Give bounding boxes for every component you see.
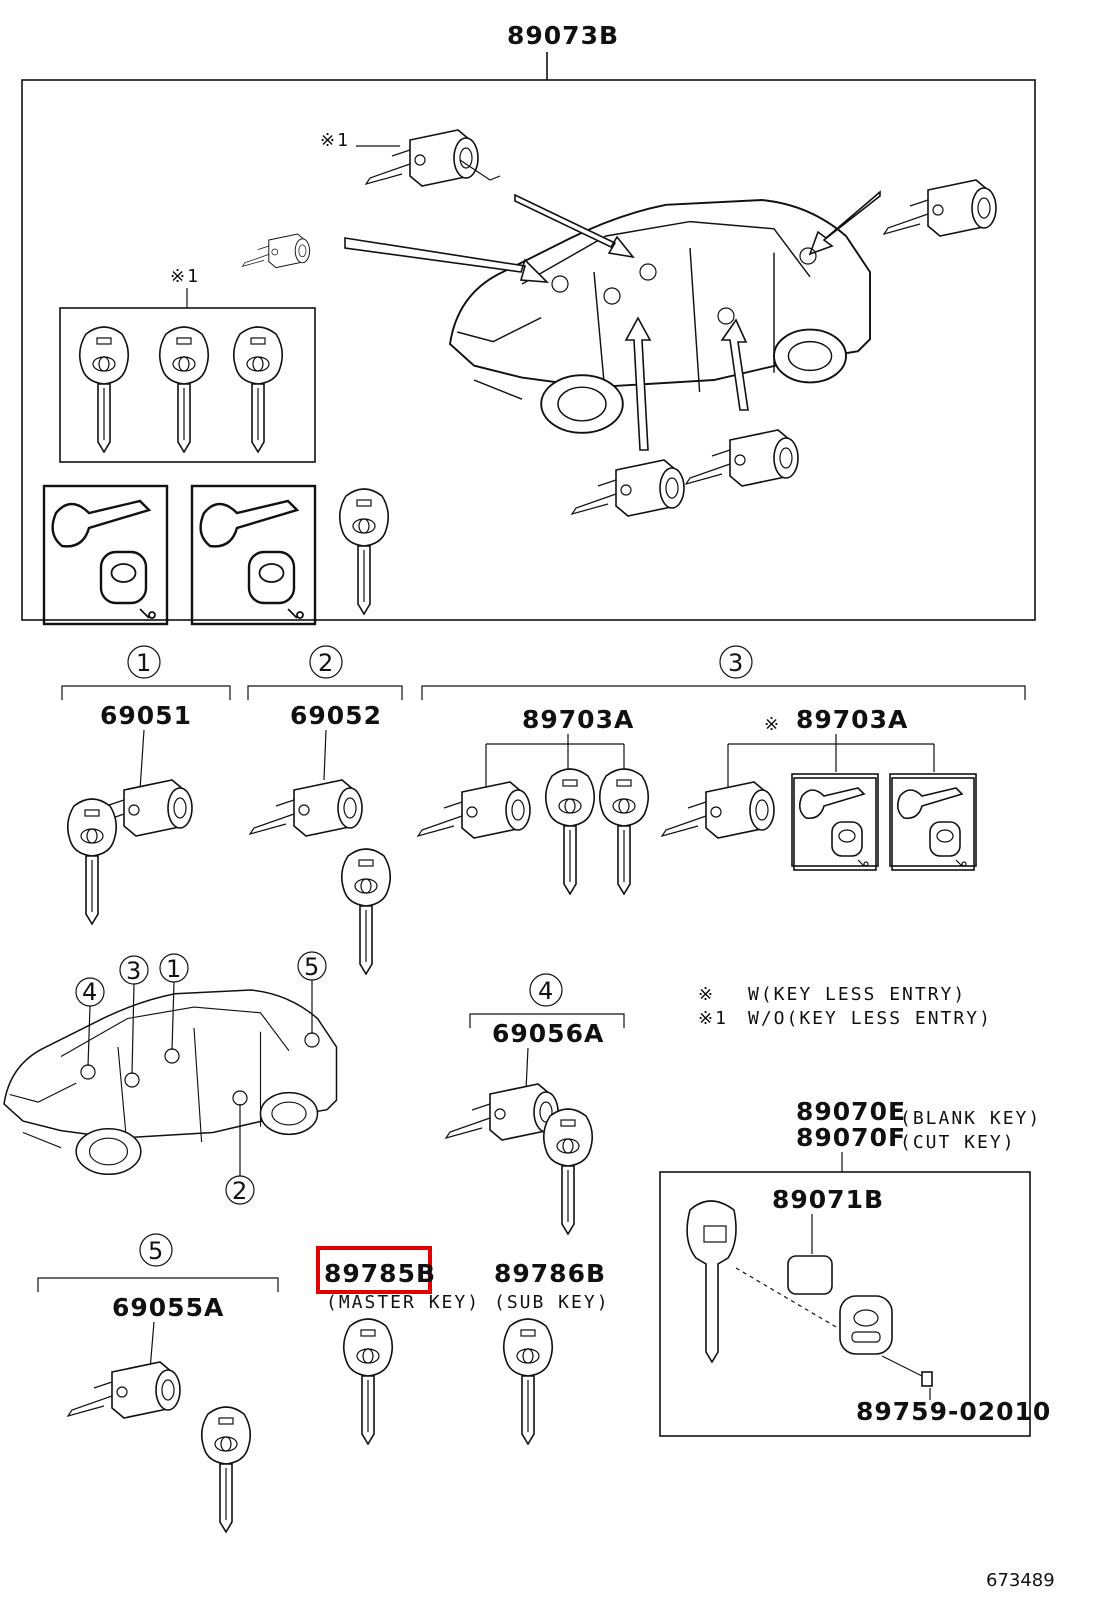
- key-icon: [78, 326, 130, 453]
- keyless-key-box: [793, 777, 877, 871]
- top-assembly-frame: [21, 79, 1036, 621]
- sub-key-part-number: 89786B: [494, 1259, 606, 1288]
- cylinder-icon: [445, 1083, 559, 1141]
- cylinder-icon: [661, 781, 775, 839]
- arrow-icon: [720, 318, 749, 411]
- group3-part-number-b: 89703A: [796, 705, 908, 734]
- cylinder-icon: [67, 1361, 181, 1419]
- group2-part-number: 69052: [290, 701, 382, 730]
- locator-label-5: 5: [304, 953, 319, 981]
- cylinder-icon: [417, 781, 531, 839]
- note1-mark-keys: ※1: [170, 266, 200, 287]
- note1-mark-top: ※1: [320, 130, 350, 151]
- legend-text-1: W(KEY LESS ENTRY): [748, 984, 966, 1005]
- sub-key-icon: [502, 1318, 554, 1445]
- master-key-part-number[interactable]: 89785B: [324, 1259, 436, 1288]
- circle-label-1: 1: [136, 649, 151, 677]
- key-icon: [542, 1108, 594, 1235]
- blank-key-part-number: 89070E: [796, 1097, 906, 1126]
- key-icon: [200, 1406, 252, 1533]
- cut-key-part-number: 89070F: [796, 1123, 906, 1152]
- arrow-icon: [514, 193, 635, 259]
- key-icon: [158, 326, 210, 453]
- cylinder-door-icon: [685, 429, 799, 487]
- reference-number: 673489: [986, 1570, 1055, 1591]
- top-assembly-part-number: 89073B: [507, 21, 619, 50]
- transmitter-icon: [787, 1255, 833, 1295]
- circle-label-5: 5: [148, 1237, 163, 1265]
- key-icon: [66, 798, 118, 925]
- keyless-key-box: [190, 484, 317, 626]
- key-icon: [598, 768, 650, 895]
- locator-label-1: 1: [166, 955, 181, 983]
- group3-asterisk: ※: [764, 714, 781, 735]
- legend-text-2: W/O(KEY LESS ENTRY): [748, 1008, 992, 1029]
- arrow-icon: [624, 316, 652, 451]
- key-icon: [544, 768, 596, 895]
- group4-part-number: 69056A: [492, 1019, 604, 1048]
- arrow-icon: [808, 190, 881, 256]
- key-set-frame: [59, 307, 316, 463]
- master-key-caption: (MASTER KEY): [326, 1292, 480, 1313]
- key-icon: [338, 488, 390, 615]
- highlight-box[interactable]: [316, 1246, 432, 1294]
- transmitter-case-icon: [839, 1295, 893, 1355]
- group1-part-number: 69051: [100, 701, 192, 730]
- car-top-icon: [449, 199, 871, 434]
- locator-label-4: 4: [82, 978, 97, 1006]
- screw-part-number: 89759-02010: [856, 1397, 1051, 1426]
- blank-key-frame: [659, 1171, 1031, 1437]
- car-locator-icon: [3, 989, 338, 1176]
- cylinder-trunk-icon: [883, 179, 997, 237]
- transmitter-part-number: 89071B: [772, 1185, 884, 1214]
- key-icon: [232, 326, 284, 453]
- keyless-key-box: [42, 484, 169, 626]
- blank-key-icon: [686, 1200, 737, 1364]
- cylinder-icon: [249, 779, 363, 837]
- screw-icon: [921, 1371, 933, 1387]
- group3-part-number-a: 89703A: [522, 705, 634, 734]
- legend-mark-1: ※: [698, 984, 715, 1005]
- blank-key-caption: (BLANK KEY): [900, 1108, 1041, 1129]
- cylinder-ignition-icon: [571, 459, 685, 517]
- cut-key-caption: (CUT KEY): [900, 1132, 1016, 1153]
- circle-label-4: 4: [538, 977, 553, 1005]
- cylinder-small-icon: [241, 233, 311, 269]
- circle-label-3: 3: [728, 649, 743, 677]
- group5-part-number: 69055A: [112, 1293, 224, 1322]
- sub-key-caption: (SUB KEY): [494, 1292, 610, 1313]
- circle-label-2: 2: [318, 649, 333, 677]
- cylinder-top-icon: [365, 129, 479, 187]
- legend-mark-2: ※1: [698, 1008, 728, 1029]
- locator-label-2: 2: [232, 1177, 247, 1205]
- keyless-key-box: [891, 777, 975, 871]
- arrow-icon: [344, 237, 550, 283]
- master-key-icon: [342, 1318, 394, 1445]
- locator-label-3: 3: [126, 957, 141, 985]
- key-icon: [340, 848, 392, 975]
